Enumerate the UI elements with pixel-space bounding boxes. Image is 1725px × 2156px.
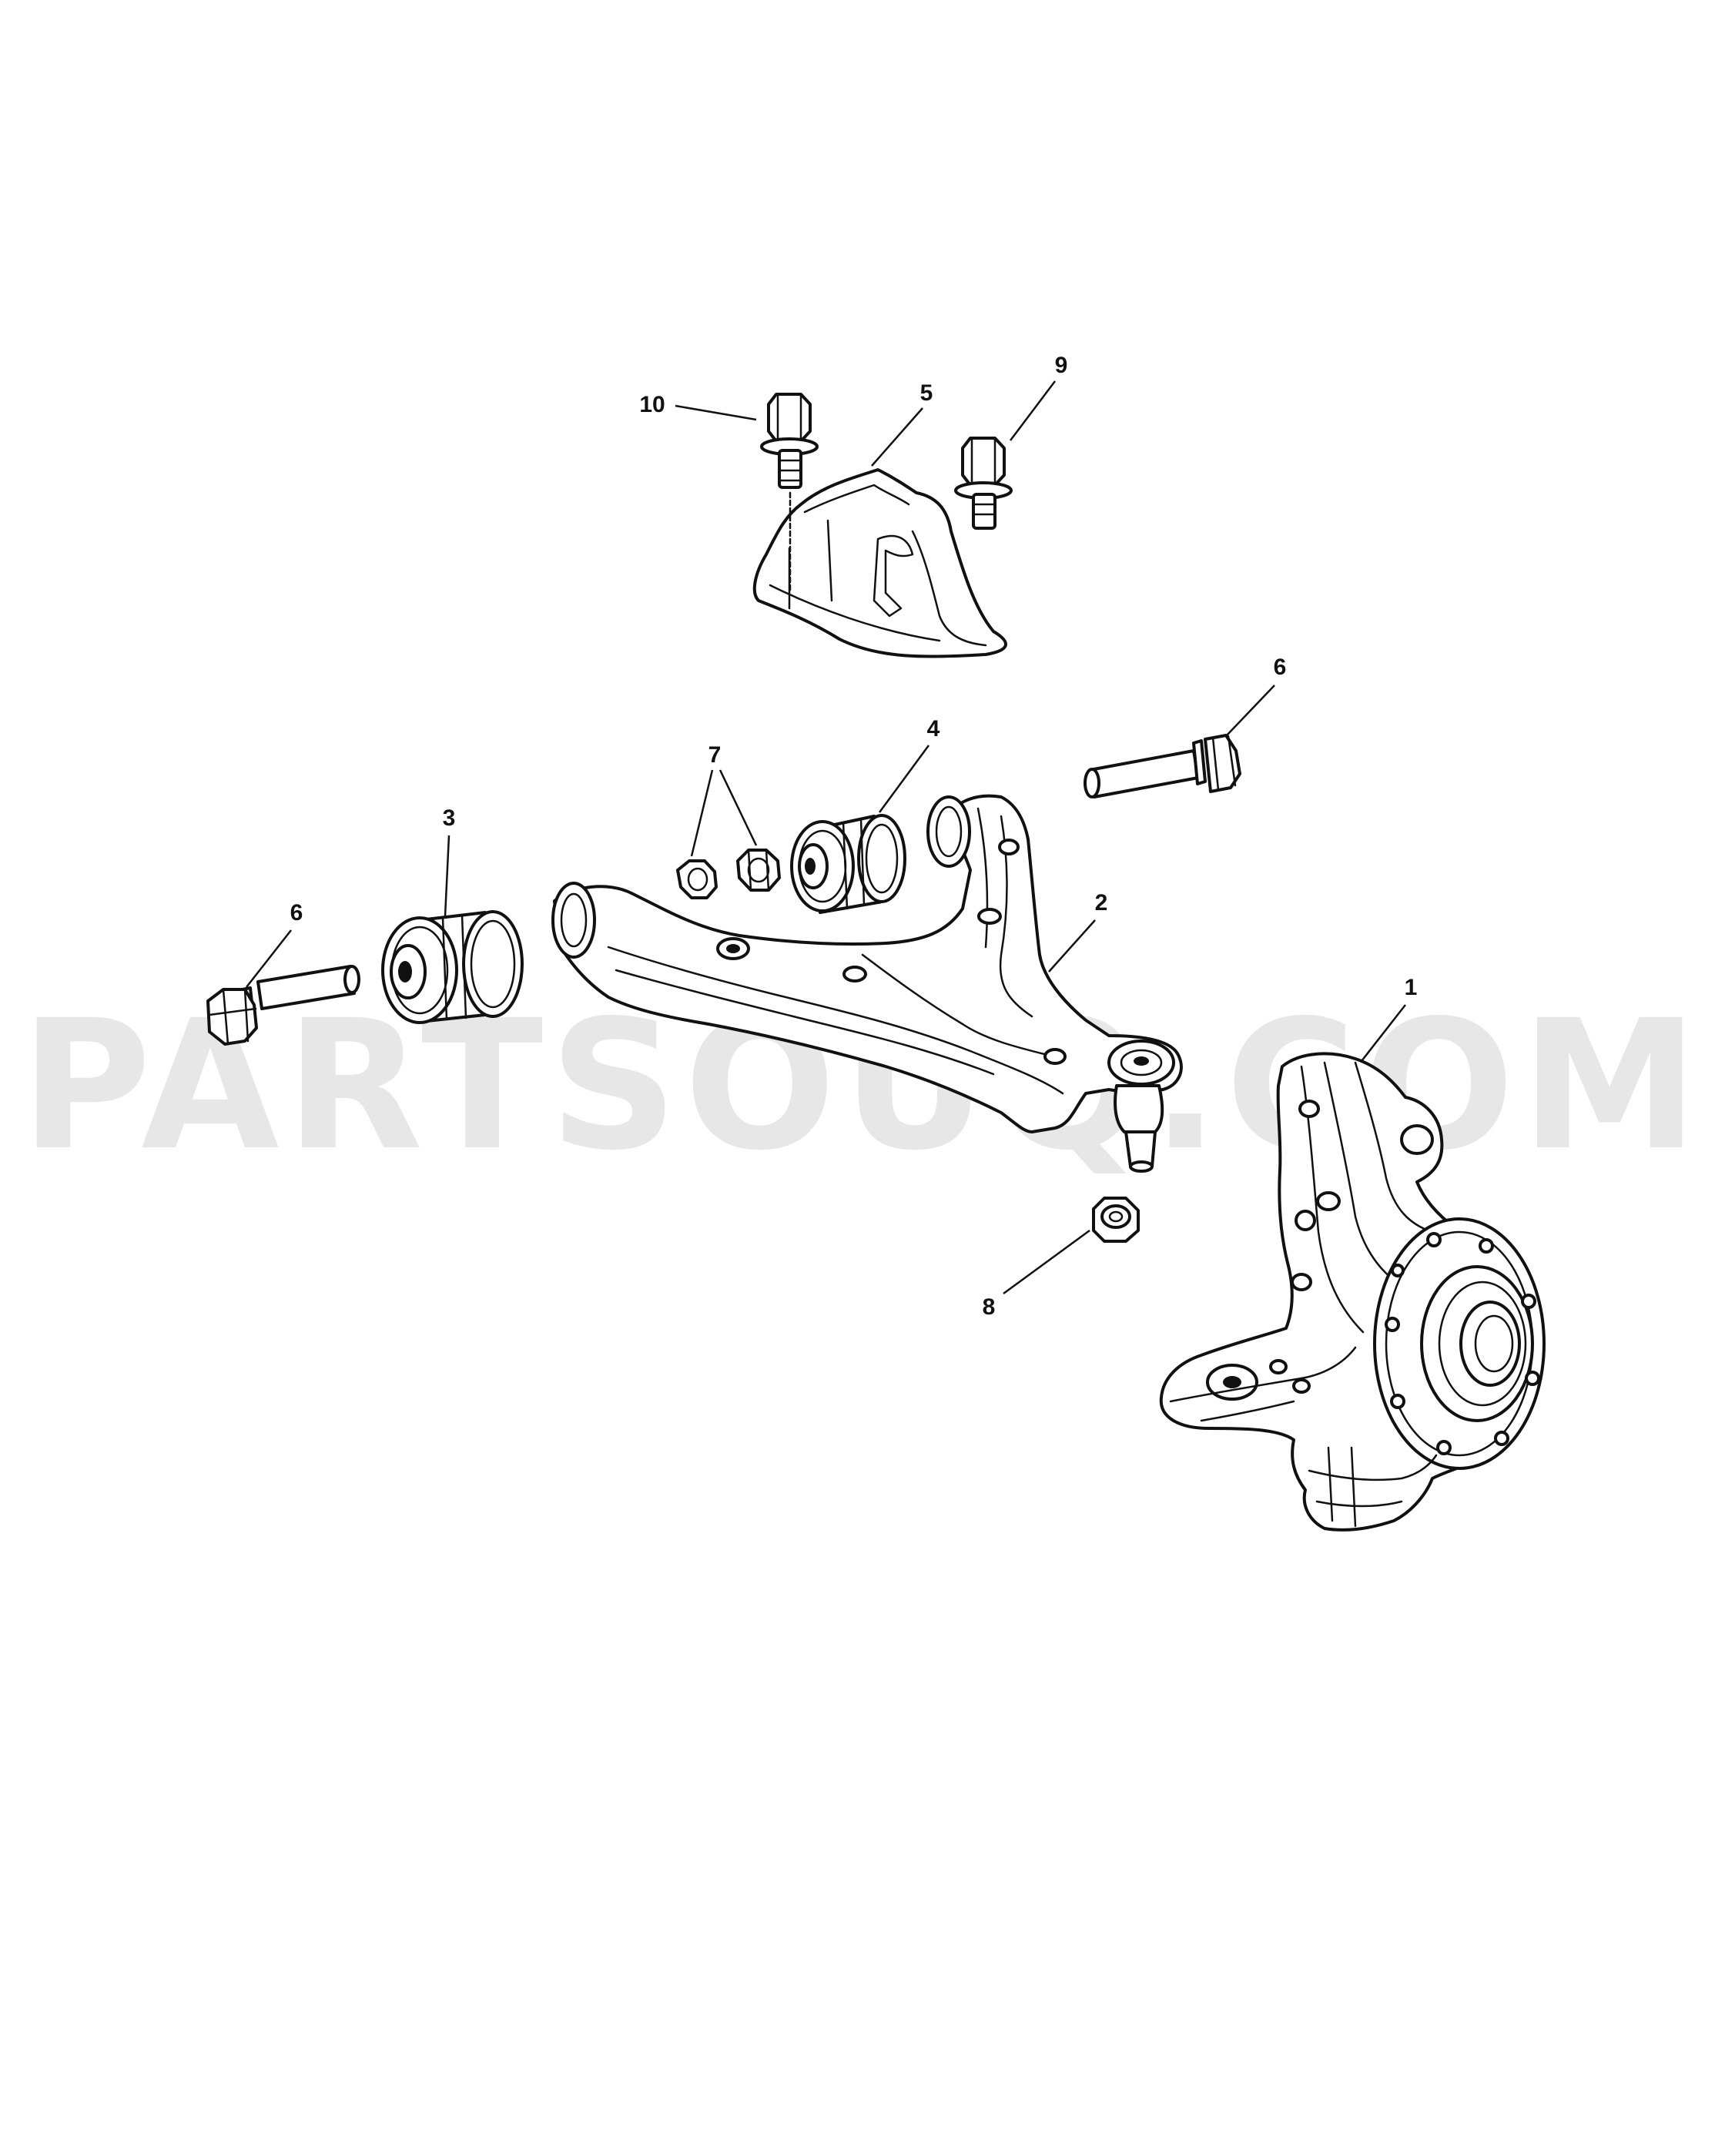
- leader-lines: [246, 380, 1406, 1295]
- bushing-icon[interactable]: [381, 910, 524, 1024]
- leader-line-7a: [690, 769, 714, 857]
- callout-5: 5: [920, 380, 933, 406]
- callout-8: 8: [983, 1294, 996, 1320]
- bolt-icon[interactable]: [954, 437, 1013, 530]
- leader-line-9: [1010, 380, 1056, 441]
- leader-line-2: [1048, 919, 1096, 973]
- lower-control-arm-icon[interactable]: [551, 794, 1183, 1173]
- leader-line-10: [675, 404, 757, 421]
- nut-icon[interactable]: [736, 849, 781, 892]
- leader-line-6a: [1225, 685, 1275, 737]
- leader-line-4: [878, 745, 930, 813]
- leader-line-1: [1361, 1004, 1406, 1062]
- nut-icon[interactable]: [1092, 1197, 1140, 1243]
- leader-line-7b: [718, 769, 758, 846]
- callout-6-upper: 6: [1274, 654, 1287, 680]
- leader-line-5: [871, 407, 923, 467]
- bolt-icon[interactable]: [760, 393, 819, 594]
- callout-10: 10: [639, 392, 665, 417]
- callout-1: 1: [1405, 975, 1418, 1000]
- leader-line-3: [444, 835, 451, 917]
- steering-knuckle-icon[interactable]: [1159, 1052, 1546, 1532]
- bushing-icon[interactable]: [790, 814, 906, 914]
- nut-icon[interactable]: [676, 859, 718, 899]
- callout-3: 3: [443, 805, 456, 831]
- bolt-icon[interactable]: [1084, 734, 1241, 798]
- callout-4: 4: [927, 716, 940, 742]
- leader-line-6b: [246, 929, 292, 988]
- callout-9: 9: [1055, 353, 1068, 378]
- callout-6-left: 6: [290, 900, 303, 926]
- callout-7: 7: [708, 742, 722, 768]
- callout-2: 2: [1095, 890, 1108, 916]
- bolt-icon[interactable]: [206, 965, 360, 1046]
- leader-line-8: [1003, 1229, 1090, 1295]
